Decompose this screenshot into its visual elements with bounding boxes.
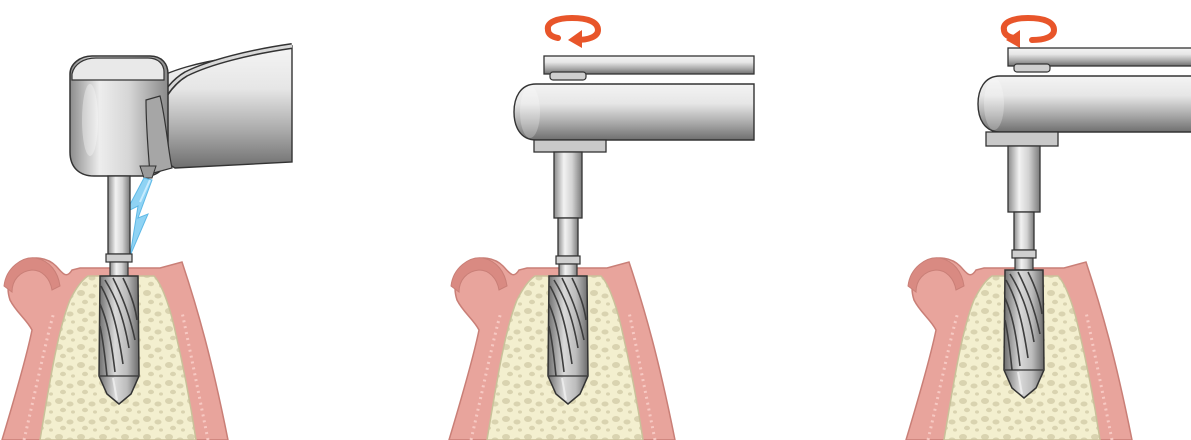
panel-2 bbox=[449, 18, 754, 440]
driver-shaft bbox=[106, 176, 132, 276]
implant-1 bbox=[99, 276, 139, 404]
handpiece bbox=[70, 46, 292, 178]
driver-shaft-3 bbox=[986, 132, 1058, 270]
ratchet-wrench-2 bbox=[514, 56, 754, 140]
ratchet-wrench-3 bbox=[978, 48, 1191, 132]
rotation-arrow-3 bbox=[1004, 18, 1054, 48]
rotation-arrow-2 bbox=[548, 18, 598, 48]
panel-1 bbox=[2, 46, 292, 440]
panel-3 bbox=[906, 18, 1191, 440]
implant-3 bbox=[1004, 270, 1044, 398]
implant-2 bbox=[548, 276, 588, 404]
driver-shaft-2 bbox=[534, 140, 606, 276]
